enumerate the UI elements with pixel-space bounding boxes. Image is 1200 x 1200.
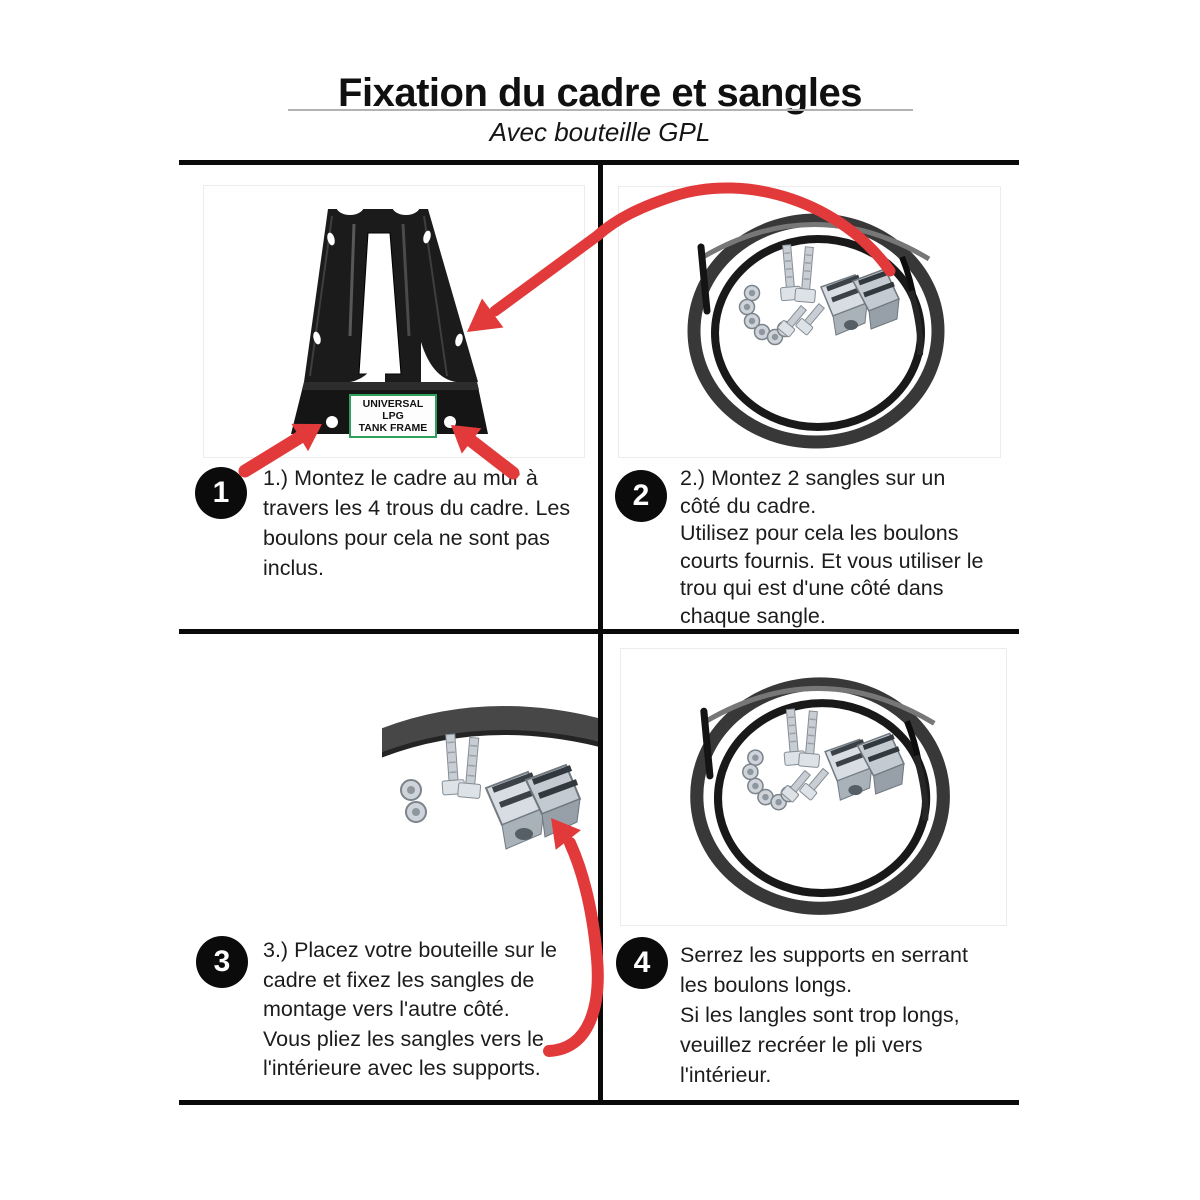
step-number-4: 4 xyxy=(633,946,651,979)
clamp-brackets xyxy=(484,763,582,850)
grid-vertical-divider xyxy=(598,160,603,1105)
step-number-badge-3: 3 xyxy=(196,936,248,988)
step-text-1: 1.) Montez le cadre au mur à travers les… xyxy=(263,466,571,580)
long-bolts xyxy=(783,708,821,768)
frame-label-line1: UNIVERSAL LPG xyxy=(362,398,424,422)
hardware-closeup-illustration xyxy=(382,706,598,850)
hardware-closeup-photo xyxy=(382,696,598,868)
step-number-3: 3 xyxy=(213,945,231,978)
long-bolts xyxy=(441,733,482,799)
hex-nuts xyxy=(400,779,427,823)
short-bolts xyxy=(781,767,830,803)
straps-kit-photo xyxy=(618,186,1001,458)
step-number-badge-4: 4 xyxy=(616,937,668,989)
step-number-1: 1 xyxy=(212,476,230,509)
step-text-4: Serrez les supports en serrant les boulo… xyxy=(680,943,968,1087)
title-divider xyxy=(288,109,913,111)
straps-kit-photo-2 xyxy=(620,648,1007,926)
frame-label: UNIVERSAL LPG TANK FRAME xyxy=(349,394,437,438)
long-bolts xyxy=(780,244,816,304)
step-number-badge-2: 2 xyxy=(615,470,667,522)
short-bolts xyxy=(777,302,826,338)
page-subtitle: Avec bouteille GPL xyxy=(489,117,711,147)
strap-coil xyxy=(687,213,945,449)
straps-kit-illustration xyxy=(687,213,945,449)
straps-kit-illustration-2 xyxy=(690,677,950,915)
step-text-2: 2.) Montez 2 sangles sur un côté du cadr… xyxy=(680,466,984,628)
page-title: Fixation du cadre et sangles xyxy=(338,70,862,115)
step-number-badge-1: 1 xyxy=(195,467,247,519)
clamp-brackets xyxy=(820,268,901,336)
frame-label-line2: TANK FRAME xyxy=(358,422,428,434)
clamp-brackets xyxy=(824,732,905,801)
frame-photo: UNIVERSAL LPG TANK FRAME xyxy=(203,185,585,458)
strap-coil xyxy=(690,677,950,915)
step-text-3: 3.) Placez votre bouteille sur le cadre … xyxy=(263,938,557,1080)
tank-frame-illustration xyxy=(291,197,488,434)
step-number-2: 2 xyxy=(632,479,650,512)
